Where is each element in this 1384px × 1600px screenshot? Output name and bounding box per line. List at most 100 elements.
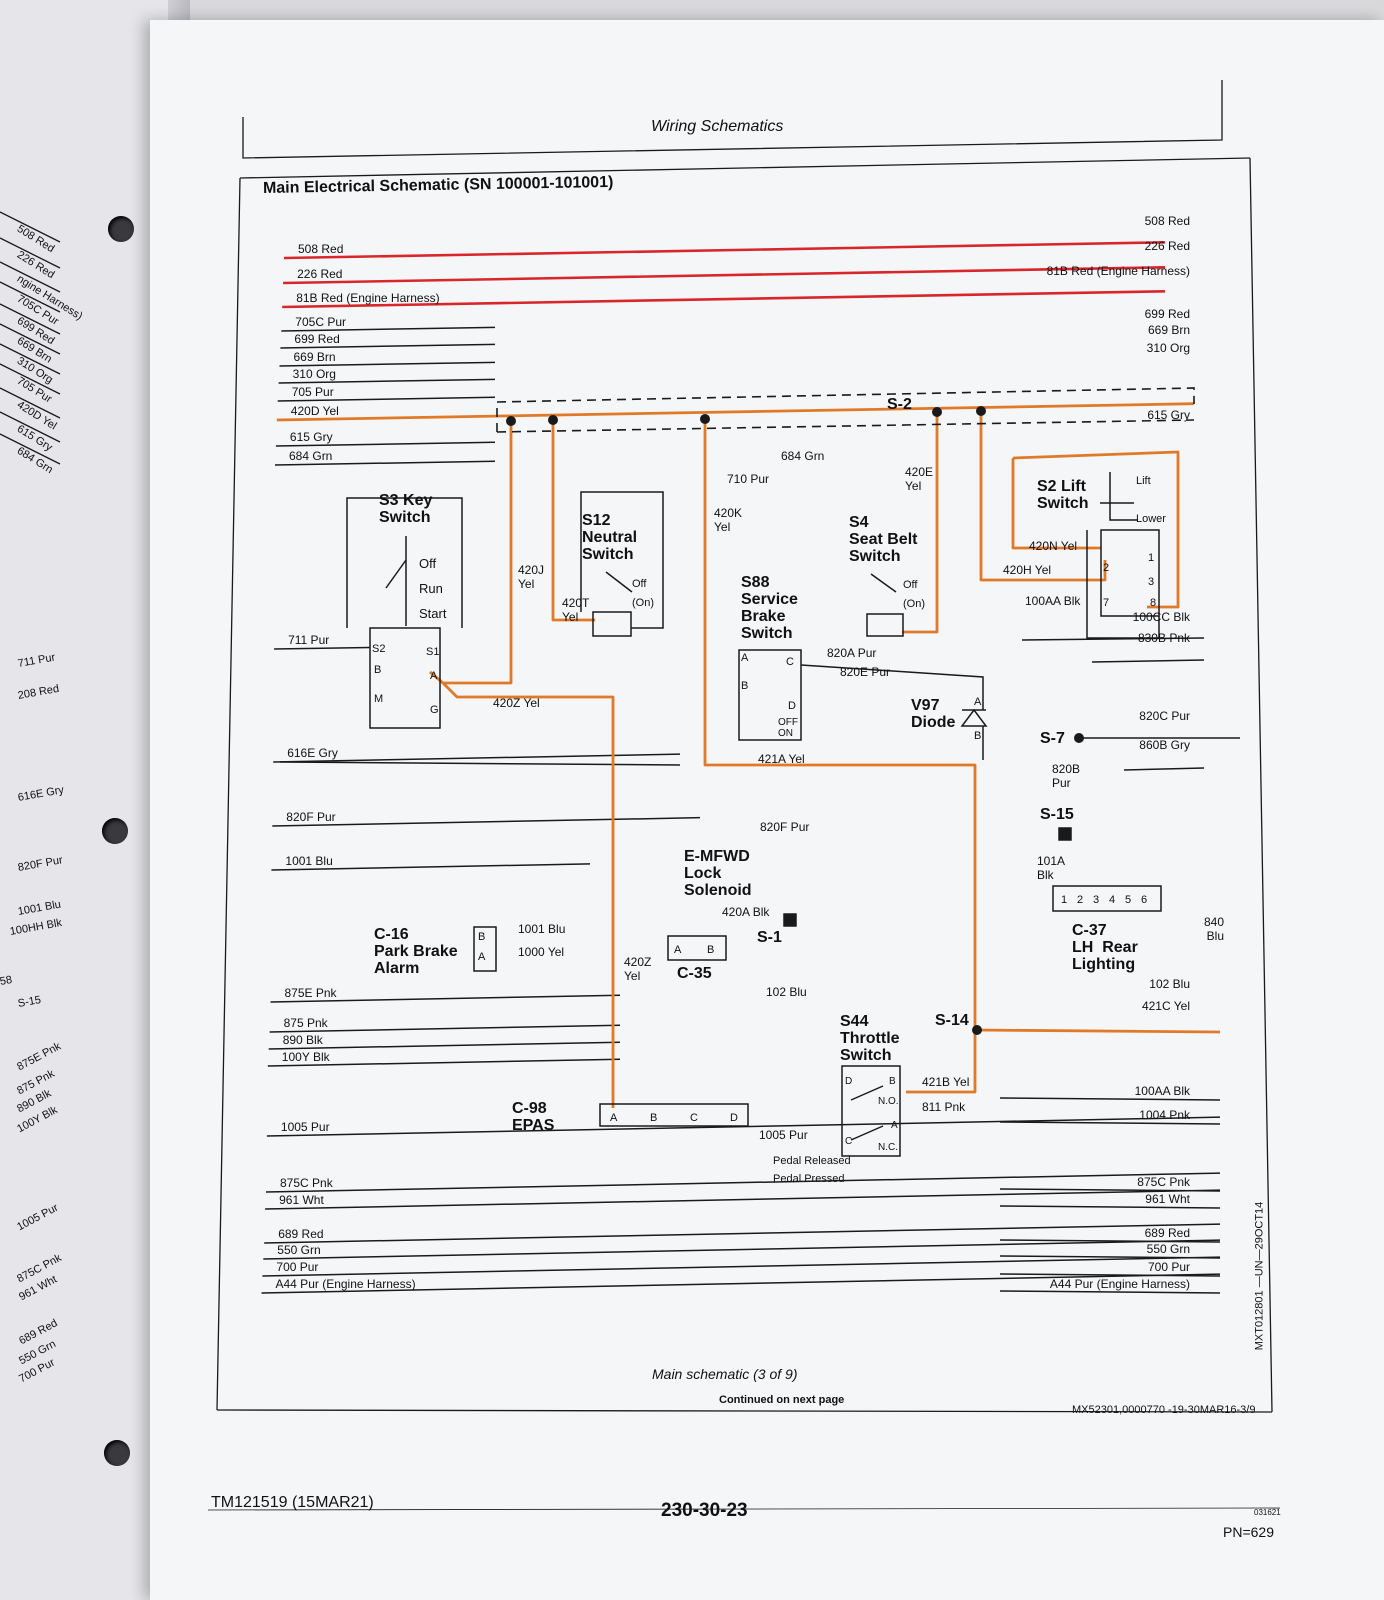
wire-830b <box>1091 659 1205 663</box>
emfwd-solenoid-label: E-MFWD Lock Solenoid <box>684 848 752 899</box>
mid-wire-label: 420E Yel <box>905 465 934 493</box>
wire-4 <box>280 343 496 349</box>
brake-position: ON <box>778 728 793 739</box>
v97-diode <box>960 708 988 727</box>
left-wire <box>0 303 61 335</box>
mid-wire-label: 820A Pur <box>827 646 877 660</box>
wire-24 <box>262 1256 1221 1277</box>
s12-housing <box>580 491 664 629</box>
mid-wire-label: 820B Pur <box>1052 762 1081 790</box>
s2-node-5 <box>976 406 986 416</box>
left-page-wires <box>0 211 61 465</box>
wire-right-17 <box>999 1205 1221 1209</box>
wire-label-right: 830B Pnk <box>1137 631 1190 645</box>
continued-note: Continued on next page <box>719 1394 845 1406</box>
pedal-position: Pedal Pressed <box>773 1173 845 1185</box>
wire-label-left: 310 Org <box>292 367 336 381</box>
c16-terminal-B: B <box>478 931 486 943</box>
mid-wire-label: 100AA Blk <box>1025 594 1081 608</box>
wire-label-left: 705 Pur <box>291 385 334 399</box>
left-wire <box>0 411 61 443</box>
wire-label-left: 508 Red <box>298 242 344 256</box>
binder-hole <box>108 216 134 242</box>
left-wire <box>0 261 61 293</box>
c37-terminal-6: 6 <box>1141 894 1148 906</box>
wire-right-19 <box>999 1255 1221 1259</box>
wire-20 <box>265 1172 1221 1193</box>
s3-terminal-M: M <box>374 693 384 705</box>
left-wire <box>0 211 61 243</box>
s2-terminal-8: 8 <box>1150 597 1157 609</box>
wire-label-right: A44 Pur (Engine Harness) <box>1049 1277 1190 1291</box>
wire-100cc <box>1021 637 1205 641</box>
s2-terminal-7: 7 <box>1103 597 1110 609</box>
seat-position: Off <box>903 579 918 591</box>
c35-connector <box>667 935 727 961</box>
wire-label-left: 711 Pur <box>288 633 330 647</box>
wire-25 <box>261 1273 1221 1294</box>
side-reference: MXT012801 —UN—29OCT14 <box>1253 1201 1266 1351</box>
wire-label-right: 840 Blu <box>1203 915 1224 943</box>
wire-label-left: 420D Yel <box>290 404 339 418</box>
wire-22 <box>264 1223 1221 1244</box>
wire-label-right: 700 Pur <box>1147 1260 1190 1274</box>
pn-number: PN=629 <box>1223 1524 1274 1540</box>
s2-terminal-1: 1 <box>1148 552 1155 564</box>
wire-label-right: 820C Pur <box>1139 709 1190 723</box>
wire-label-right: 421C Yel <box>1141 999 1190 1013</box>
wire-label-left: 820F Pur <box>286 810 336 824</box>
c98-terminal-A: A <box>610 1112 618 1124</box>
wire-17 <box>268 1041 621 1050</box>
mid-wire-label: 420J Yel <box>518 563 545 591</box>
splice-s2-label: S-2 <box>887 396 912 413</box>
s88-terminal-A: A <box>741 652 749 664</box>
neutral-position: (On) <box>632 597 654 609</box>
s4-seat-switch-label: S4 Seat Belt Switch <box>849 514 918 565</box>
c16-terminal-A: A <box>478 951 486 963</box>
wire-616e-run <box>279 761 681 766</box>
wire-0 <box>283 241 1166 260</box>
s88-terminal-C: C <box>786 656 794 668</box>
wire-7 <box>277 396 496 402</box>
mid-wire-label: 420A Blk <box>722 905 770 919</box>
wire-right-16 <box>999 1188 1221 1192</box>
c35-terminal-A: A <box>674 944 682 956</box>
wire-21 <box>265 1189 1221 1210</box>
lift-position: Lower <box>1136 513 1166 525</box>
page-number: 230-30-23 <box>661 1500 748 1521</box>
c98-terminal-C: C <box>690 1112 698 1124</box>
wire-label-right: 310 Org <box>1146 341 1190 355</box>
mid-wire-label: 420T Yel <box>562 596 590 624</box>
wire-14 <box>271 863 591 871</box>
mid-wire-label: 102 Blu <box>766 985 807 999</box>
splice-s2-bus <box>496 387 1195 433</box>
mid-wire-label: 420N Yel <box>1029 539 1078 553</box>
s44-terminal-N.O.: N.O. <box>878 1096 899 1107</box>
wire-label-left: 615 Gry <box>289 430 333 444</box>
reference-code: MX52301,0000770 -19-30MAR16-3/9 <box>1072 1404 1256 1416</box>
mid-wire-label: 421A Yel <box>758 752 805 766</box>
mid-wire-label: 1001 Blu <box>518 922 566 936</box>
wire-6 <box>278 378 496 384</box>
wire-label-right: 699 Red <box>1144 307 1190 321</box>
s3-housing <box>346 497 463 628</box>
c35-label: C-35 <box>677 965 712 982</box>
orange-wires <box>276 402 1221 1108</box>
s14-node <box>972 1025 982 1035</box>
s44-terminal-D: D <box>845 1076 853 1087</box>
c37-terminal-3: 3 <box>1093 894 1100 906</box>
wire-label-right: 508 Red <box>1144 214 1190 228</box>
wire-23 <box>263 1239 1221 1260</box>
wire-18 <box>267 1058 621 1067</box>
wire-right-14 <box>999 1097 1221 1101</box>
key-position-run: Run <box>419 581 443 596</box>
s3-terminal-A: A <box>430 670 438 682</box>
s12-neutral-switch-label: S12 Neutral Switch <box>582 512 638 563</box>
wire-label-right: 860B Gry <box>1139 738 1190 752</box>
wire-label-left: 875E Pnk <box>284 986 337 1000</box>
binder-hole <box>104 1440 130 1466</box>
wire-label-right: 81B Red (Engine Harness) <box>1046 264 1190 278</box>
left-wire <box>0 433 61 465</box>
manual-page <box>150 20 1384 1600</box>
